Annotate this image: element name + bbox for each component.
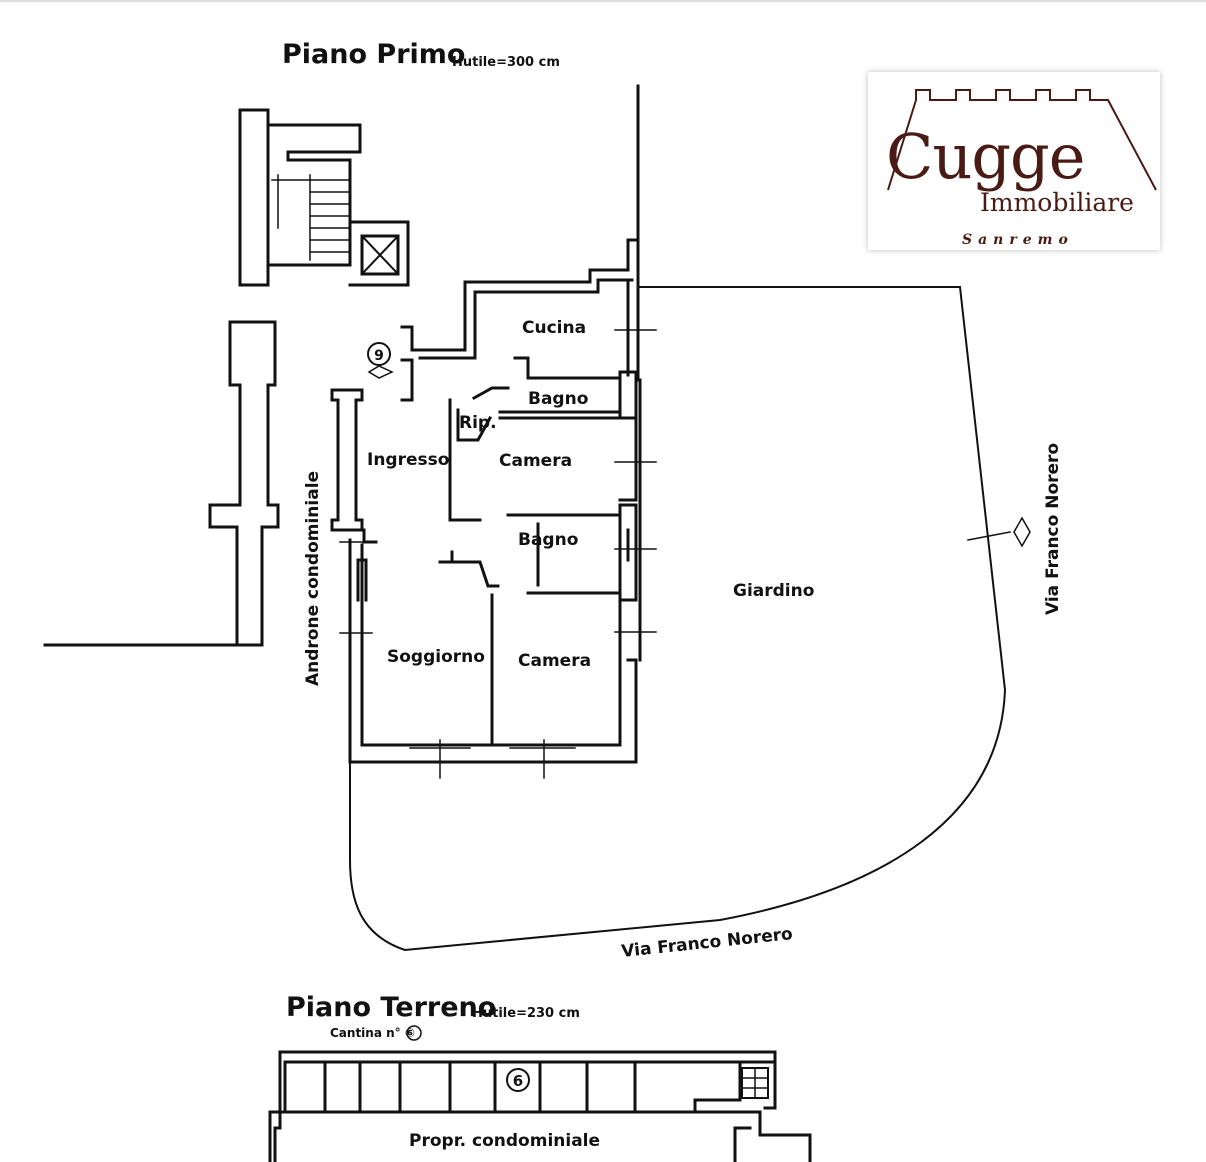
garden-boundary: [349, 286, 1007, 952]
apartment-outline: [348, 538, 638, 764]
first-floor-title: Piano Primo: [282, 39, 465, 70]
room-soggiorno: Soggiorno: [387, 647, 485, 667]
crown-icon: [887, 89, 1157, 191]
room-ingresso: Ingresso: [367, 450, 449, 470]
logo-subtitle: Immobiliare: [980, 188, 1134, 217]
room-camera-1: Camera: [499, 451, 572, 471]
agency-logo: Cugge Immobiliare Sanremo: [868, 72, 1160, 250]
ground-floor-title: Piano Terreno: [286, 992, 496, 1023]
corridor-label: Propr. condominiale: [409, 1131, 600, 1151]
logo-name: Cugge: [886, 120, 1085, 193]
cellar-outline: [273, 1050, 777, 1162]
unit-number: 9: [374, 348, 384, 364]
room-giardino: Giardino: [733, 581, 814, 601]
cellar-label: Cantina n° ⑥: [330, 1026, 415, 1040]
room-bagno-1: Bagno: [528, 389, 588, 409]
room-bagno-2: Bagno: [518, 530, 578, 550]
street-right: Via Franco Norero: [1043, 443, 1063, 615]
first-floor-height: Hutile=300 cm: [452, 55, 560, 70]
room-rip: Rip.: [459, 413, 497, 433]
ground-floor-height: Hutile=230 cm: [472, 1006, 580, 1021]
logo-city: Sanremo: [962, 232, 1074, 248]
street-bottom: Via Franco Norero: [620, 924, 793, 962]
cellar-number: 6: [513, 1072, 523, 1090]
androne-label: Androne condominiale: [303, 471, 323, 686]
room-camera-2: Camera: [518, 651, 591, 671]
left-wall: [208, 320, 280, 647]
stair-block: [238, 108, 410, 287]
room-cucina: Cucina: [522, 318, 586, 338]
